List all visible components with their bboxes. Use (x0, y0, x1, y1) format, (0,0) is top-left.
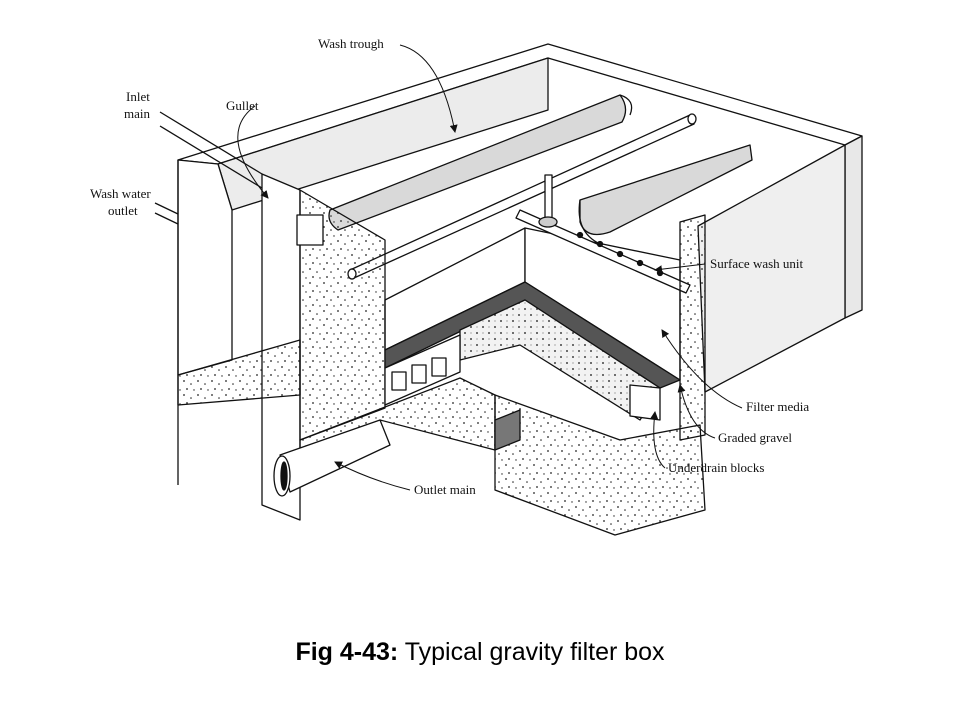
label-inlet-main-2: main (124, 106, 150, 121)
figure-title: Typical gravity filter box (404, 638, 665, 666)
left-outer-wall (177, 159, 233, 376)
filter-box-diagram: Wash trough Inlet main Gullet Wash water… (90, 36, 863, 536)
label-inlet-main-1: Inlet (126, 89, 150, 104)
label-wash-water-outlet-2: outlet (108, 203, 138, 218)
label-graded-gravel: Graded gravel (718, 430, 792, 445)
figure-number: Fig 4-43: (295, 638, 399, 666)
label-surface-wash-unit: Surface wash unit (710, 256, 804, 271)
label-filter-media: Filter media (746, 399, 809, 414)
figure-caption: Fig 4-43: Typical gravity filter box (0, 638, 960, 667)
label-wash-trough: Wash trough (318, 36, 384, 51)
right-base-slab (494, 394, 706, 536)
label-wash-water-outlet-1: Wash water (90, 186, 151, 201)
right-concrete-wall (679, 214, 706, 441)
label-underdrain-blocks: Underdrain blocks (668, 460, 764, 475)
left-floor-slab (177, 339, 301, 406)
far-right-wall (844, 135, 863, 319)
label-gullet: Gullet (226, 98, 259, 113)
label-outlet-main: Outlet main (414, 482, 476, 497)
